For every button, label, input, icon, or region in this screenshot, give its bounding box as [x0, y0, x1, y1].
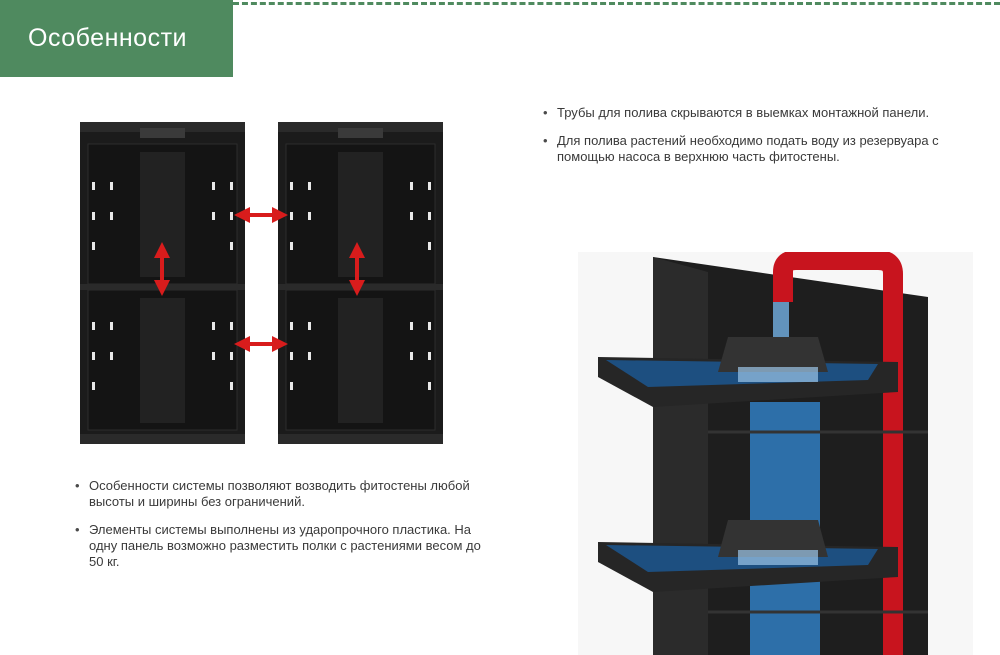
list-item: Для полива растений необходимо подать во… — [543, 133, 983, 165]
phytowall-render — [578, 252, 973, 655]
features-list: Особенности системы позволяют возводить … — [75, 478, 495, 582]
header-tab: Особенности — [0, 0, 233, 77]
page-title: Особенности — [28, 24, 188, 52]
list-item: Трубы для полива скрываются в выемках мо… — [543, 105, 983, 121]
list-item: Особенности системы позволяют возводить … — [75, 478, 495, 510]
mounting-panels-illustration — [80, 121, 444, 445]
list-item: Элементы системы выполнены из ударопрочн… — [75, 522, 495, 570]
header-dashed-divider — [233, 2, 1000, 5]
irrigation-list: Трубы для полива скрываются в выемках мо… — [543, 105, 983, 177]
